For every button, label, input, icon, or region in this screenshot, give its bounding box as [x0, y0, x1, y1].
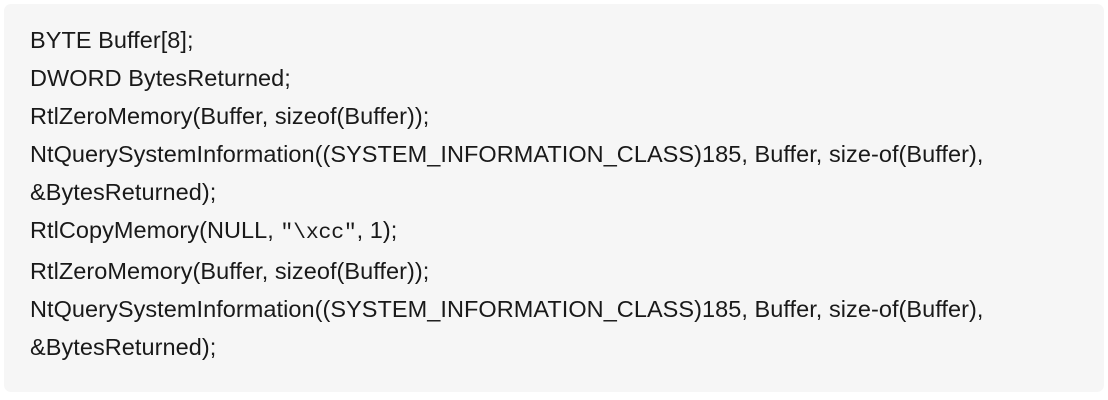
code-line-5: RtlCopyMemory(NULL, "\xcc", 1); [30, 211, 1070, 252]
code-line-1: BYTE Buffer[8]; [30, 27, 194, 53]
code-line-7-segment-1: NtQuerySystemInformation((SYSTEM_INFORMA… [30, 296, 879, 322]
code-line-7-segment-2: of(Buffer), &BytesReturned); [30, 296, 984, 360]
code-line-4-segment-2: of(Buffer), &BytesReturned); [30, 141, 984, 205]
code-line-4-segment-1: NtQuerySystemInformation((SYSTEM_INFORMA… [30, 141, 879, 167]
code-line-6: RtlZeroMemory(Buffer, sizeof(Buffer)); [30, 258, 430, 284]
code-line-5-string-literal: "\xcc" [280, 221, 357, 245]
code-line-3: RtlZeroMemory(Buffer, sizeof(Buffer)); [30, 103, 430, 129]
code-line-7: NtQuerySystemInformation((SYSTEM_INFORMA… [30, 290, 1070, 366]
code-snippet-panel: BYTE Buffer[8]; DWORD BytesReturned; Rtl… [4, 4, 1104, 392]
code-line-4: NtQuerySystemInformation((SYSTEM_INFORMA… [30, 135, 1070, 211]
code-line-5-suffix: , 1); [356, 217, 398, 243]
code-block[interactable]: BYTE Buffer[8]; DWORD BytesReturned; Rtl… [30, 21, 1070, 366]
code-line-2: DWORD BytesReturned; [30, 65, 291, 91]
code-line-5-prefix: RtlCopyMemory(NULL, [30, 217, 281, 243]
